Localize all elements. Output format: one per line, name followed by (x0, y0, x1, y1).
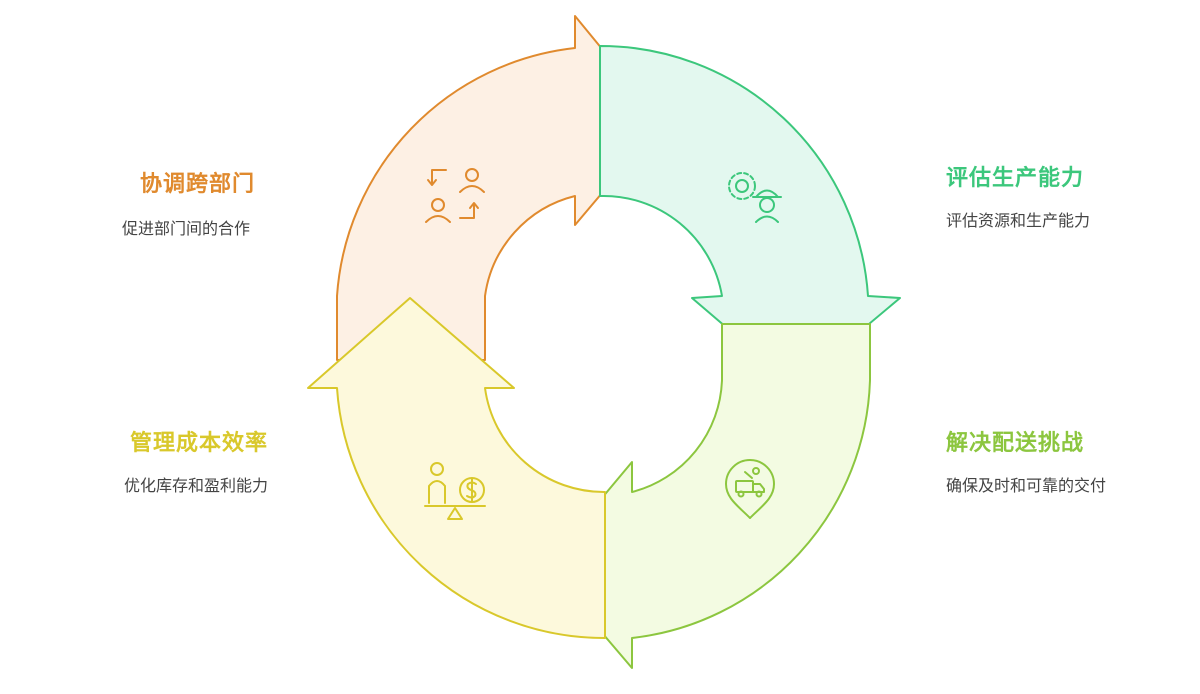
arrow-cost (307, 297, 606, 640)
arrow-coordinate (336, 15, 663, 361)
step-title-coordinate: 协调跨部门 (139, 172, 255, 197)
step-desc-delivery: 确保及时和可靠的交付 (946, 476, 1107, 495)
step-title-cost: 管理成本效率 (129, 431, 268, 456)
arrow-delivery (544, 323, 871, 669)
person-coin-balance-icon (424, 462, 486, 520)
exchange-people-icon (425, 168, 485, 223)
step-title-assess: 评估生产能力 (946, 166, 1085, 191)
gear-worker-icon (728, 172, 782, 223)
arrow-assess (599, 44, 901, 387)
step-desc-assess: 评估资源和生产能力 (946, 211, 1091, 230)
step-desc-cost: 优化库存和盈利能力 (123, 476, 268, 495)
step-title-delivery: 解决配送挑战 (946, 431, 1085, 456)
step-desc-coordinate: 促进部门间的合作 (121, 219, 250, 238)
delivery-truck-location-icon (725, 459, 775, 519)
